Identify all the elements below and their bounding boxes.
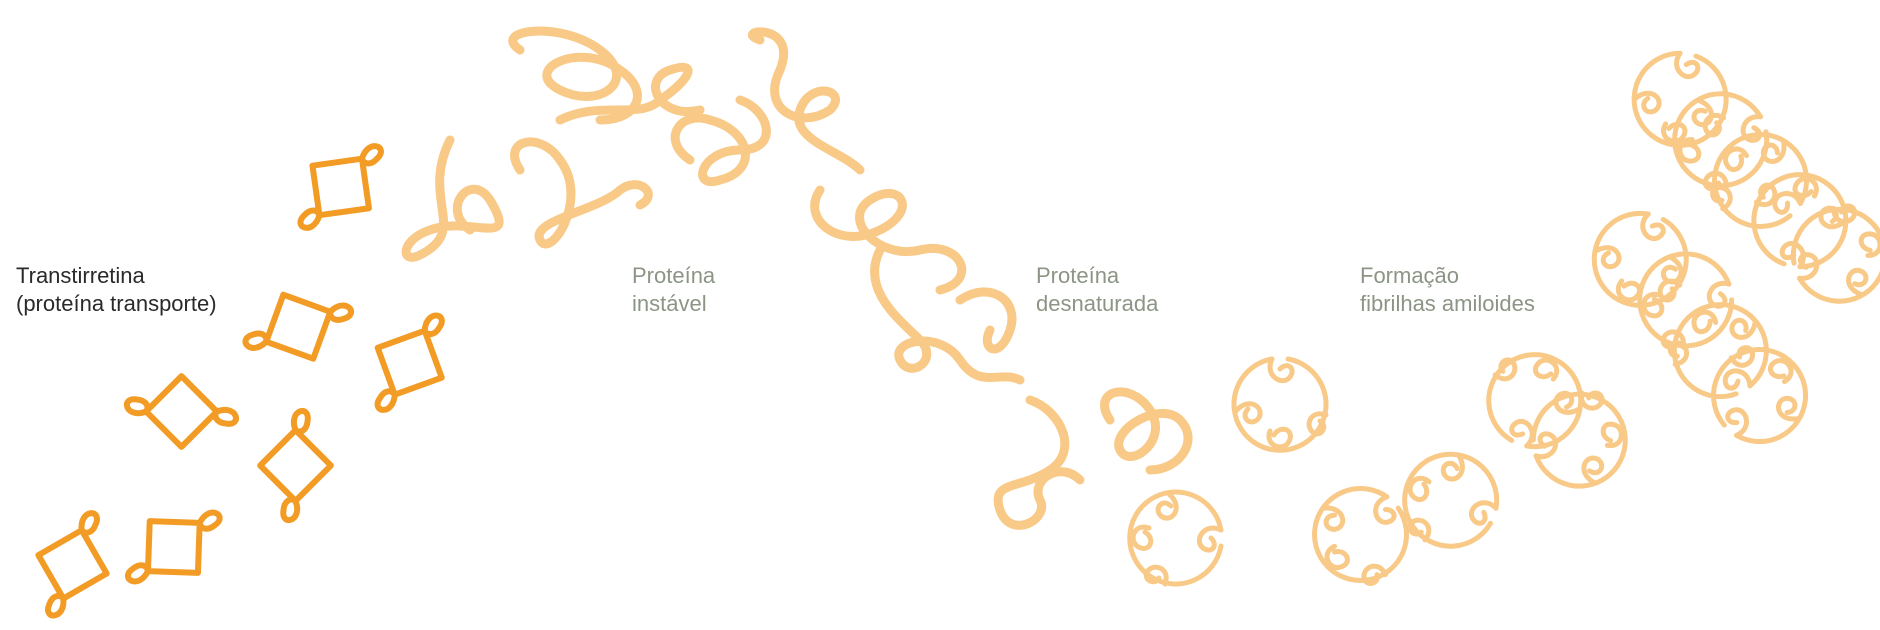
label-fibrils-line2: fibrilhas amiloides xyxy=(1360,290,1535,318)
unstable-strand xyxy=(875,250,1020,380)
ttr-monomer xyxy=(355,314,464,412)
label-transthyretin: Transtirretina (proteína transporte) xyxy=(16,262,217,318)
label-denatured-line1: Proteína xyxy=(1036,262,1158,290)
amyloid-fibril-group xyxy=(1295,47,1880,600)
unstable-protein-group xyxy=(406,31,1020,380)
label-unstable-line2: instável xyxy=(632,290,715,318)
label-unstable-protein: Proteína instável xyxy=(632,262,715,318)
ttr-monomer xyxy=(244,278,353,376)
fibril-unit xyxy=(1627,47,1733,153)
denatured-protein-group xyxy=(998,359,1326,584)
fibril-unit xyxy=(1695,331,1824,460)
unstable-strand xyxy=(752,32,860,170)
label-fibrils-line1: Formação xyxy=(1360,262,1535,290)
ttr-monomer xyxy=(291,145,390,228)
ttr-monomer xyxy=(16,511,129,618)
label-amyloid-fibrils: Formação fibrilhas amiloides xyxy=(1360,262,1535,318)
denatured-strand xyxy=(998,400,1080,525)
unstable-strand xyxy=(960,292,1012,349)
denatured-strand xyxy=(1105,392,1189,470)
ttr-monomer xyxy=(239,409,353,523)
ttr-monomer xyxy=(128,510,220,585)
label-denatured-protein: Proteína desnaturada xyxy=(1036,262,1158,318)
unstable-strand xyxy=(406,140,499,257)
denatured-ball xyxy=(1234,359,1326,450)
label-transthyretin-line1: Transtirretina xyxy=(16,262,217,290)
label-denatured-line2: desnaturada xyxy=(1036,290,1158,318)
unstable-strand xyxy=(515,142,649,244)
fibril-unit xyxy=(1392,441,1509,559)
denatured-ball xyxy=(1130,492,1221,584)
unstable-strand xyxy=(815,190,962,290)
ttr-monomer xyxy=(124,355,238,469)
stable-tetramer-group xyxy=(16,145,464,618)
label-transthyretin-line2: (proteína transporte) xyxy=(16,290,217,318)
label-unstable-line1: Proteína xyxy=(632,262,715,290)
